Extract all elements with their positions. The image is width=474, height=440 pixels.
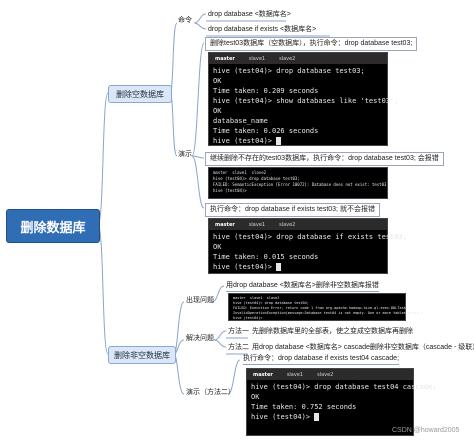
terminal-line: Time taken: 0.026 seconds: [213, 127, 319, 135]
terminal-3: master slave1 slave2 hive (test04)> drop…: [208, 218, 407, 274]
demo-node[interactable]: 演示: [178, 151, 192, 158]
terminal-line: Time taken: 0.752 seconds: [251, 403, 357, 411]
tab-slave1[interactable]: slave1: [248, 221, 266, 228]
terminal-cursor: [276, 263, 282, 271]
demo-note-3: 执行命令：drop database if exists test03; 就不会…: [205, 203, 380, 217]
terminal-line: hive (test04)> show databases like 'test…: [213, 97, 399, 105]
terminal-line: Time taken: 0.015 seconds: [213, 253, 319, 261]
tab-slave1[interactable]: slave1: [248, 55, 266, 62]
terminal-2: master slave1 slave2 hive (test04)> drop…: [208, 167, 388, 199]
terminal-line: Time taken: 0.209 seconds: [213, 87, 319, 95]
problem-node[interactable]: 出现问题: [186, 297, 214, 304]
terminal-tabbar: master slave1 slave2: [209, 219, 387, 230]
terminal-5: master slave1 slave2 hive (test04)> drop…: [246, 368, 436, 436]
terminal-1: master slave1 slave2 hive (test04)> drop…: [208, 52, 398, 146]
terminal-line: hive (test04)> drop database if exists t…: [213, 233, 407, 241]
tab-slave1[interactable]: slave1: [286, 371, 304, 378]
terminal-line: hive (test04)>: [233, 316, 265, 320]
terminal-line: InvalidOperationException(message:Databa…: [233, 311, 423, 315]
terminal-line: slave1: [232, 170, 247, 175]
terminal-line: hive (test04)> drop database test04 casc…: [251, 383, 437, 391]
command-item-2: drop database if exists <数据库名>: [208, 26, 317, 33]
tab-master[interactable]: master: [215, 221, 235, 228]
terminal-line: slave2: [266, 296, 280, 300]
terminal-4: master slave1 slave2 hive (test04)> drop…: [228, 293, 423, 321]
terminal-line: master: [213, 170, 228, 175]
terminal-line: hive (test04)> drop database test04;: [233, 301, 309, 305]
terminal-cursor: [276, 137, 282, 145]
root-label: 删除数据库: [20, 219, 86, 235]
terminal-line: slave1: [249, 296, 263, 300]
tab-master[interactable]: master: [253, 371, 273, 378]
method1-text: 先删除数据库里的全部表，使之变成空数据库再删除: [252, 328, 413, 335]
terminal-line: OK: [213, 243, 222, 251]
tab-slave2[interactable]: slave2: [317, 371, 334, 378]
terminal-line: hive (test04)>: [251, 413, 315, 421]
branch-empty-db[interactable]: 删除空数据库: [108, 85, 172, 103]
terminal-line: hive (test04)> drop database test03;: [213, 67, 365, 75]
demo-note-1: 删除test03数据库（空数据库），执行命令：drop database tes…: [205, 37, 418, 51]
solution-node[interactable]: 解决问题: [186, 335, 214, 342]
terminal-line: hive (test04)> drop database test03;: [213, 176, 300, 181]
terminal-line: OK: [213, 77, 222, 85]
terminal-tabbar: master slave1 slave2: [247, 369, 413, 380]
terminal-line: database_name: [213, 117, 268, 125]
method2-label[interactable]: 方法二: [228, 344, 249, 351]
terminal-line: slave2: [251, 170, 267, 175]
terminal-line: hive (test04)>: [213, 137, 277, 145]
command-node[interactable]: 命令: [178, 17, 192, 24]
terminal-line: hive (test04)>: [213, 188, 250, 193]
branch-nonempty-db[interactable]: 删除非空数据库: [108, 346, 176, 364]
command-item-1: drop database <数据库名>: [208, 11, 291, 18]
terminal-line: OK: [251, 393, 260, 401]
demo-note-2: 继续删除不存在的test03数据库，执行命令：drop database tes…: [205, 152, 444, 166]
terminal-cursor: [314, 413, 320, 421]
terminal-line: OK: [213, 107, 222, 115]
terminal-line: master: [233, 296, 246, 300]
tab-slave2[interactable]: slave2: [279, 55, 296, 62]
terminal-tabbar: master slave1 slave2: [209, 53, 387, 64]
method1-label[interactable]: 方法一: [228, 328, 249, 335]
demo-method2-node[interactable]: 演示（方法二）: [186, 389, 235, 396]
terminal-line: FAILED: Execution Error, return code 1 f…: [233, 306, 408, 310]
tab-slave2[interactable]: slave2: [279, 221, 296, 228]
terminal-line: FAILED: SemanticException [Error 10072]:…: [213, 182, 387, 187]
branch-nonempty-label: 删除非空数据库: [114, 350, 170, 360]
problem-note: 用drop database <数据库名>删除非空数据库报错: [226, 281, 379, 292]
tab-master[interactable]: master: [215, 55, 235, 62]
terminal-line: hive (test04)>: [213, 263, 277, 271]
demo-method2-note: 执行命令：drop database if exists test04 casc…: [243, 354, 400, 365]
method2-text: 用drop database <数据库名> cascade删除非空数据库（cas…: [252, 344, 474, 351]
branch-empty-label: 删除空数据库: [116, 89, 164, 99]
root-node[interactable]: 删除数据库: [6, 209, 100, 243]
watermark: CSDN @howard2005: [392, 427, 460, 434]
